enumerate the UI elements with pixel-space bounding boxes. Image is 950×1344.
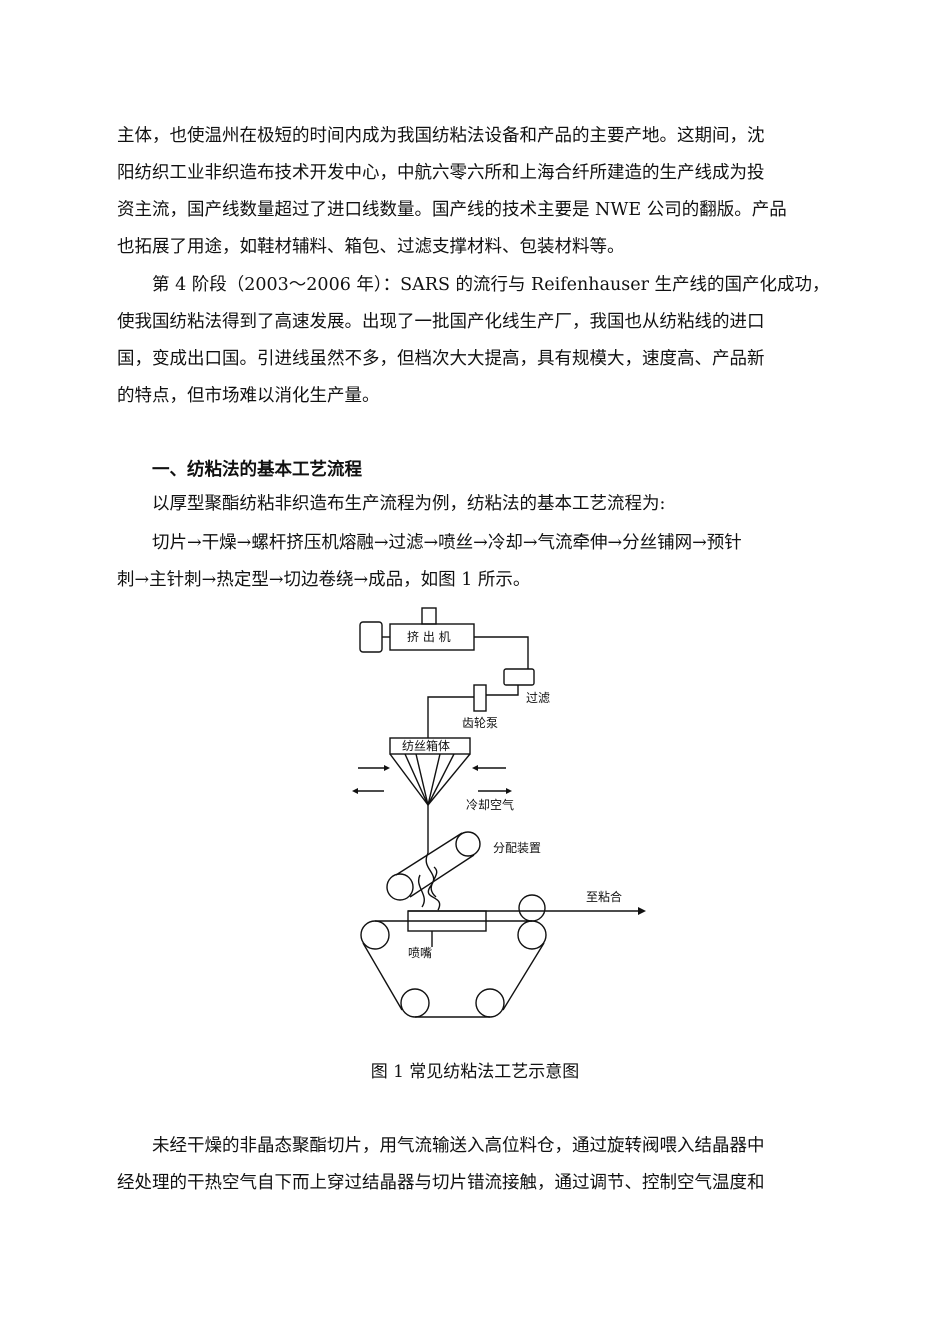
paragraph-line-6: 使我国纺粘法得到了高速发展。出现了一批国产化线生产厂，我国也从纺粘线的进口 <box>117 312 765 332</box>
paragraph-line-4: 也拓展了用途，如鞋材辅料、箱包、过滤支撑材料、包装材料等。 <box>117 237 625 257</box>
spin-box-label: 纺丝箱体 <box>402 738 450 753</box>
conveyor-roller-bottom-left <box>400 988 430 1018</box>
motor-box <box>359 621 383 653</box>
closing-line-2: 经处理的干热空气自下而上穿过结晶器与切片错流接触，通过调节、控制空气温度和 <box>117 1173 765 1193</box>
paragraph-line-8: 的特点，但市场难以消化生产量。 <box>117 386 380 406</box>
cooling-air-label: 冷却空气 <box>466 797 514 812</box>
nozzle-label: 喷嘴 <box>408 946 432 960</box>
section-intro: 以厚型聚酯纺粘非织造布生产流程为例，纺粘法的基本工艺流程为: <box>152 494 666 514</box>
gear-pump-label: 齿轮泵 <box>462 716 498 730</box>
paragraph-line-7: 国，变成出口国。引进线虽然不多，但档次大大提高，具有规模大，速度高、产品新 <box>117 349 765 369</box>
paragraph-line-1: 主体，也使温州在极短的时间内成为我国纺粘法设备和产品的主要产地。这期间，沈 <box>117 126 765 146</box>
process-diagram: 挤 出 机 过滤 齿轮泵 纺丝箱体 冷却空气 分配装置 至粘合 喷嘴 <box>352 607 646 1018</box>
conveyor-roller-left <box>360 920 390 950</box>
gear-pump-box <box>473 684 487 712</box>
paragraph-line-2: 阳纺织工业非织造布技术开发中心，中航六零六所和上海合纤所建造的生产线成为投 <box>117 163 765 183</box>
distributor-label: 分配装置 <box>493 841 541 855</box>
paragraph-line-3: 资主流，国产线数量超过了进口线数量。国产线的技术主要是 NWE 公司的翻版。产品 <box>117 200 787 220</box>
filter-label: 过滤 <box>526 691 550 705</box>
flow-line-2: 刺→主针刺→热定型→切边卷绕→成品，如图 1 所示。 <box>117 570 531 590</box>
paragraph-line-5: 第 4 阶段（2003～2006 年）：SARS 的流行与 Reifenhaus… <box>152 275 830 295</box>
to-bonding-label: 至粘合 <box>586 889 622 904</box>
conveyor-roller-bottom-right <box>475 988 505 1018</box>
hopper-box <box>421 607 437 625</box>
section-heading: 一、纺粘法的基本工艺流程 <box>152 460 362 480</box>
conveyor-roller-right <box>517 920 547 950</box>
flow-line-1: 切片→干燥→螺杆挤压机熔融→过滤→喷丝→冷却→气流牵伸→分丝铺网→预针 <box>152 533 742 553</box>
press-roller <box>518 894 546 922</box>
spin-box <box>389 737 471 755</box>
closing-line-1: 未经干燥的非晶态聚酯切片，用气流输送入高位料仓，通过旋转阀喂入结晶器中 <box>152 1136 765 1156</box>
distributor-roller-left <box>386 873 414 901</box>
distributor-roller-top <box>455 831 481 857</box>
figure-caption: 图 1 常见纺粘法工艺示意图 <box>370 1062 580 1082</box>
extruder-label: 挤 出 机 <box>407 629 451 644</box>
filter-box <box>503 668 535 686</box>
